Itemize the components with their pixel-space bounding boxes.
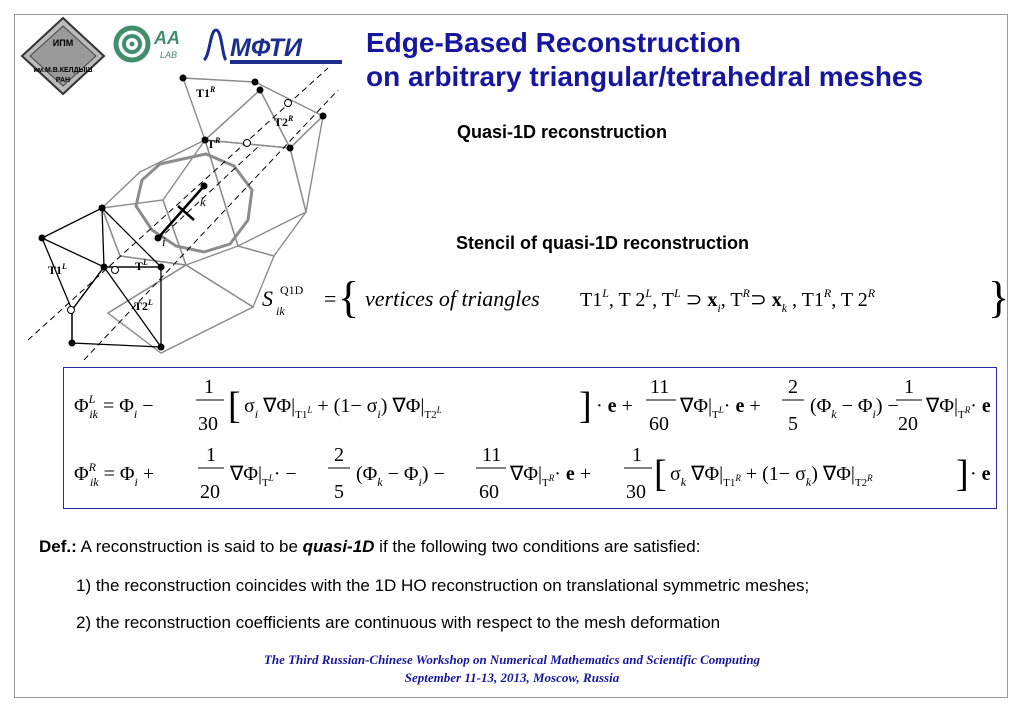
svg-text:ИПМ: ИПМ [53,38,73,48]
label-k: k [200,194,206,209]
svg-text:∇Φ|TR· e: ∇Φ|TR· e [925,395,991,421]
footer-line-2: September 11-13, 2013, Moscow, Russia [404,670,620,685]
title-line-2: on arbitrary triangular/tetrahedral mesh… [366,61,924,92]
svg-text:1: 1 [206,444,216,466]
svg-text:=: = [324,286,336,311]
svg-text:ik: ik [276,304,285,318]
svg-text:]: ] [579,385,592,427]
keldysh-logo: ИПМ им.М.В.КЕЛДЫШ РАН [20,16,106,96]
definition-item-2: 2) the reconstruction coefficients are c… [76,613,721,632]
svg-text:60: 60 [479,481,499,503]
svg-text:· e: · e [970,463,991,485]
svg-text:· e +: · e + [596,395,633,417]
aa-lab-logo: AA LAB [113,25,180,63]
svg-text:(Φk − Φi) −: (Φk − Φi) − [810,395,899,421]
slide-frame [14,14,1008,698]
svg-text:30: 30 [626,481,646,503]
svg-text:LAB: LAB [160,50,177,60]
svg-text:∇Φ|TL· e +: ∇Φ|TL· e + [679,395,761,421]
svg-text:1: 1 [204,376,214,398]
svg-text:S: S [262,286,273,311]
mesh-diagram: T1R T2R TR T1L TL T2L k i [28,67,339,360]
svg-text:11: 11 [482,444,501,466]
svg-text:МФТИ: МФТИ [230,34,303,62]
definition-item-1: 1) the reconstruction coincides with the… [76,576,810,595]
svg-text:]: ] [956,453,969,495]
definition: Def.: A reconstruction is said to be qua… [39,537,701,556]
svg-text:AA: AA [153,28,180,48]
svg-text:5: 5 [788,413,798,435]
svg-text:Q1D: Q1D [280,283,304,297]
stencil-text: vertices of triangles [365,286,540,311]
subtitle-stencil: Stencil of quasi-1D reconstruction [456,233,750,253]
svg-text:60: 60 [649,413,669,435]
svg-text:1: 1 [904,376,914,398]
label-t1l: T1L [48,262,67,277]
definition-term: quasi-1D [302,537,375,556]
svg-text:∇Φ|TR· e +: ∇Φ|TR· e + [509,463,591,489]
svg-text:σk ∇Φ|T1R + (1− σk) ∇Φ|T2R: σk ∇Φ|T1R + (1− σk) ∇Φ|T2R [670,463,873,489]
mipt-logo: МФТИ [202,28,342,64]
label-t2l: T2L [134,298,153,313]
svg-text:σi ∇Φ|T1L + (1− σi) ∇Φ|T2L: σi ∇Φ|T1L + (1− σi) ∇Φ|T2L [244,395,442,421]
svg-text:20: 20 [200,481,220,503]
svg-text:11: 11 [650,376,669,398]
svg-text:2: 2 [788,376,798,398]
svg-text:1: 1 [632,444,642,466]
stencil-formula: S Q1D ik = { vertices of triangles T1L, … [262,273,1009,322]
svg-text:5: 5 [334,481,344,503]
svg-text:РАН: РАН [56,77,70,84]
svg-text:{: { [338,273,359,322]
svg-text:T1L, T 2L, TL ⊃ xi, TR⊃ xk , T: T1L, T 2L, TL ⊃ xi, TR⊃ xk , T1R, T 2R [580,286,876,315]
svg-text:∇Φ|TL· −: ∇Φ|TL· − [229,463,297,489]
label-tr: TR [207,136,221,151]
subtitle-quasi: Quasi-1D reconstruction [457,122,668,142]
definition-label: Def.: [39,537,77,556]
label-t2r: T2R [274,114,294,129]
svg-text:}: } [988,273,1009,322]
label-tl: TL [135,258,148,273]
svg-text:им.М.В.КЕЛДЫШ: им.М.В.КЕЛДЫШ [34,67,93,74]
svg-text:[: [ [654,453,667,495]
svg-text:2: 2 [334,444,344,466]
slide-title: Edge-Based Reconstruction on arbitrary t… [366,26,923,94]
svg-text:[: [ [228,385,241,427]
svg-text:20: 20 [898,413,918,435]
label-t1r: T1R [196,85,216,100]
title-line-1: Edge-Based Reconstruction [366,27,741,58]
svg-text:(Φk − Φi) −: (Φk − Φi) − [356,463,445,489]
label-i: i [162,234,166,249]
footer-line-1: The Third Russian-Chinese Workshop on Nu… [263,652,761,667]
svg-text:30: 30 [198,413,218,435]
